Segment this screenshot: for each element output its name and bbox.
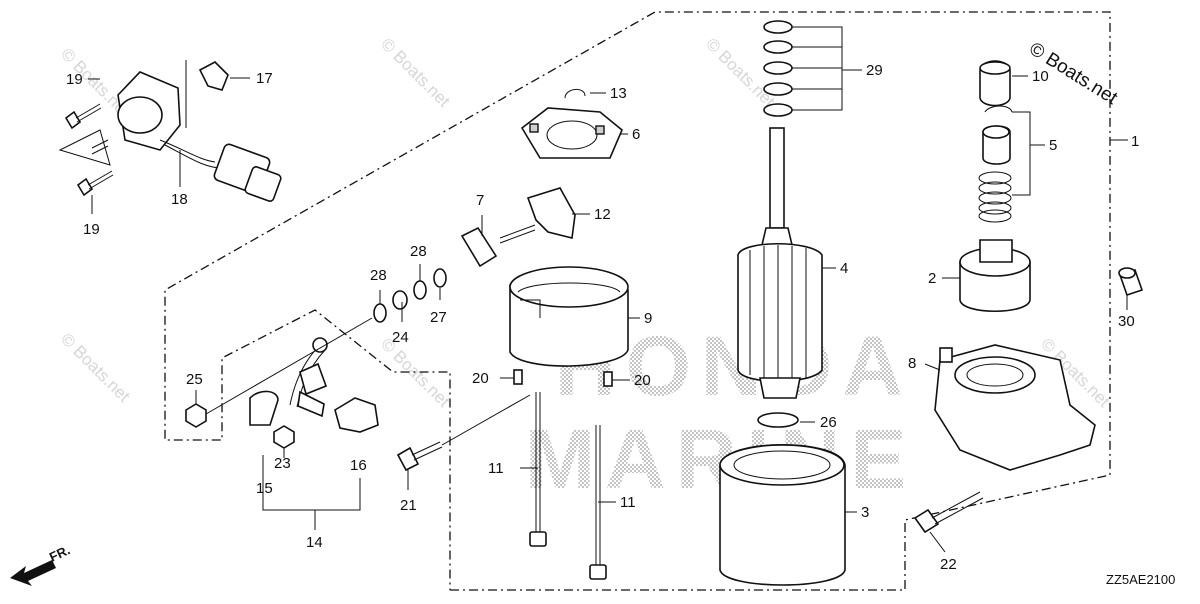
diagram-code: ZZ5AE2100 bbox=[1106, 572, 1175, 587]
front-arrow-icon bbox=[10, 560, 56, 586]
callout-19a: 19 bbox=[66, 71, 83, 88]
part-terminal-12 bbox=[499, 187, 576, 244]
callout-16: 16 bbox=[350, 457, 367, 474]
callout-1: 1 bbox=[1131, 133, 1139, 150]
callout-30: 30 bbox=[1118, 313, 1135, 330]
watermark-text: © Boats.net bbox=[57, 329, 134, 406]
leader-line bbox=[441, 394, 531, 446]
front-direction-indicator: FR. bbox=[10, 542, 72, 586]
part-bolt-22 bbox=[913, 491, 984, 534]
callout-12: 12 bbox=[594, 206, 611, 223]
callout-23: 23 bbox=[274, 455, 291, 472]
callout-28a: 28 bbox=[370, 267, 387, 284]
callout-21: 21 bbox=[400, 497, 417, 514]
part-front-housing-1 bbox=[934, 344, 1096, 471]
callout-8: 8 bbox=[908, 355, 916, 372]
part-brush-holder-6 bbox=[520, 107, 623, 159]
callout-20b: 20 bbox=[634, 372, 651, 389]
callout-17: 17 bbox=[256, 70, 273, 87]
part-washer-28b bbox=[373, 303, 387, 323]
callout-14: 14 bbox=[306, 534, 323, 551]
part-collar-5 bbox=[982, 125, 1011, 165]
callout-5: 5 bbox=[1049, 137, 1057, 154]
callout-20a: 20 bbox=[472, 370, 489, 387]
callout-2: 2 bbox=[928, 270, 936, 287]
part-circlip-13 bbox=[564, 89, 586, 99]
part-washer-27 bbox=[433, 268, 447, 288]
callout-26: 26 bbox=[820, 414, 837, 431]
callout-11a: 11 bbox=[488, 460, 504, 477]
part-stopper-10 bbox=[979, 60, 1011, 107]
part-washer-26 bbox=[757, 412, 799, 428]
part-clip-17 bbox=[198, 61, 229, 91]
callout-25: 25 bbox=[186, 371, 203, 388]
leader-5 bbox=[1012, 111, 1031, 196]
callout-29: 29 bbox=[866, 62, 883, 79]
part-starter-relay bbox=[58, 60, 282, 202]
part-bolt-19 bbox=[64, 103, 114, 197]
assembly-boundary bbox=[164, 11, 1111, 591]
part-circlip-5 bbox=[984, 105, 1013, 113]
callout-18: 18 bbox=[171, 191, 188, 208]
callout-11b: 11 bbox=[620, 494, 636, 511]
part-cap-16 bbox=[334, 397, 379, 433]
part-nut-25 bbox=[185, 403, 207, 428]
part-spring-5 bbox=[978, 171, 1012, 223]
part-nut-24 bbox=[392, 290, 408, 310]
callout-28b: 28 bbox=[410, 243, 427, 260]
part-boot-15 bbox=[249, 390, 279, 426]
callout-leaders bbox=[88, 75, 1128, 553]
part-pinion-2 bbox=[959, 239, 1031, 313]
callout-13: 13 bbox=[610, 85, 627, 102]
callout-3: 3 bbox=[861, 504, 869, 521]
part-washer-28 bbox=[413, 280, 427, 300]
part-screw-20a bbox=[513, 369, 523, 385]
callout-10: 10 bbox=[1032, 68, 1049, 85]
part-cable-14 bbox=[289, 337, 328, 418]
callout-15: 15 bbox=[256, 480, 273, 497]
callout-labels: 1 2 3 4 5 6 7 8 9 10 11 11 12 13 14 15 1… bbox=[66, 62, 1139, 573]
part-yoke-3 bbox=[719, 443, 846, 586]
callout-4: 4 bbox=[840, 260, 848, 277]
leader-line bbox=[205, 317, 373, 415]
part-yoke-cover-9 bbox=[509, 266, 629, 367]
part-plate-7 bbox=[460, 226, 498, 268]
callout-6: 6 bbox=[632, 126, 640, 143]
part-through-bolt-11b bbox=[589, 425, 607, 580]
callout-7: 7 bbox=[476, 192, 484, 209]
callout-9: 9 bbox=[644, 310, 652, 327]
callout-19b: 19 bbox=[83, 221, 100, 238]
leader-group-14 bbox=[262, 455, 361, 511]
part-bolt-21 bbox=[396, 441, 443, 472]
part-dowel-30 bbox=[1118, 267, 1144, 297]
front-label: FR. bbox=[47, 542, 72, 564]
watermark-text: © Boats.net bbox=[377, 34, 454, 111]
part-through-bolt-11a bbox=[529, 392, 547, 547]
callout-24: 24 bbox=[392, 329, 409, 346]
callout-27: 27 bbox=[430, 309, 447, 326]
callout-22: 22 bbox=[940, 556, 957, 573]
part-screw-20b bbox=[603, 371, 613, 387]
part-nut-23 bbox=[273, 425, 295, 449]
part-armature-4 bbox=[737, 127, 823, 399]
watermark-text: © Boats.net bbox=[377, 334, 454, 411]
